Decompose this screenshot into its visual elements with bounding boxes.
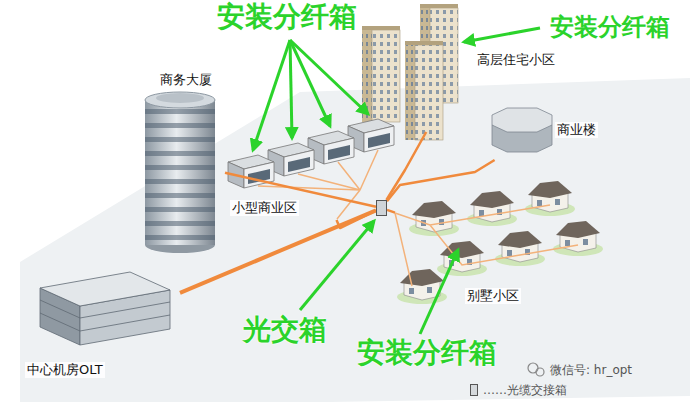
fiber-cable [180, 210, 376, 293]
olt-office: 中心机房OLT [25, 268, 180, 383]
office-tower: 商务大厦 [130, 72, 225, 252]
cross-connect-box: 光交箱 [376, 200, 387, 216]
node-label: 商业楼 [555, 122, 598, 138]
node-label: 小型商业区 [230, 200, 299, 216]
callout-label: 安装分纤箱 [548, 12, 672, 42]
callout-label: 安装分纤箱 [355, 336, 499, 370]
node-label: 光交箱 [241, 313, 329, 347]
shop-area: 小型商业区 [220, 100, 400, 220]
legend-swatch [470, 384, 478, 396]
villa-area: 别墅小区 [395, 188, 610, 310]
node-label: 高层住宅小区 [475, 52, 557, 68]
watermark: 微信号: hr_opt [548, 362, 634, 378]
node-label: 中心机房OLT [25, 362, 105, 378]
fiber-cable [386, 132, 426, 200]
residential-area: 高层住宅小区 [355, 2, 570, 132]
commercial-building: 商业楼 [485, 100, 602, 160]
fiber-cable [387, 160, 495, 201]
fiber-cable [387, 210, 395, 213]
callout-label: 安装分纤箱 [215, 0, 359, 34]
node-label: 别墅小区 [465, 288, 521, 304]
legend-text: ……光缆交接箱 [481, 382, 569, 398]
fiber-cable [337, 211, 377, 228]
node-label: 商务大厦 [158, 72, 214, 88]
